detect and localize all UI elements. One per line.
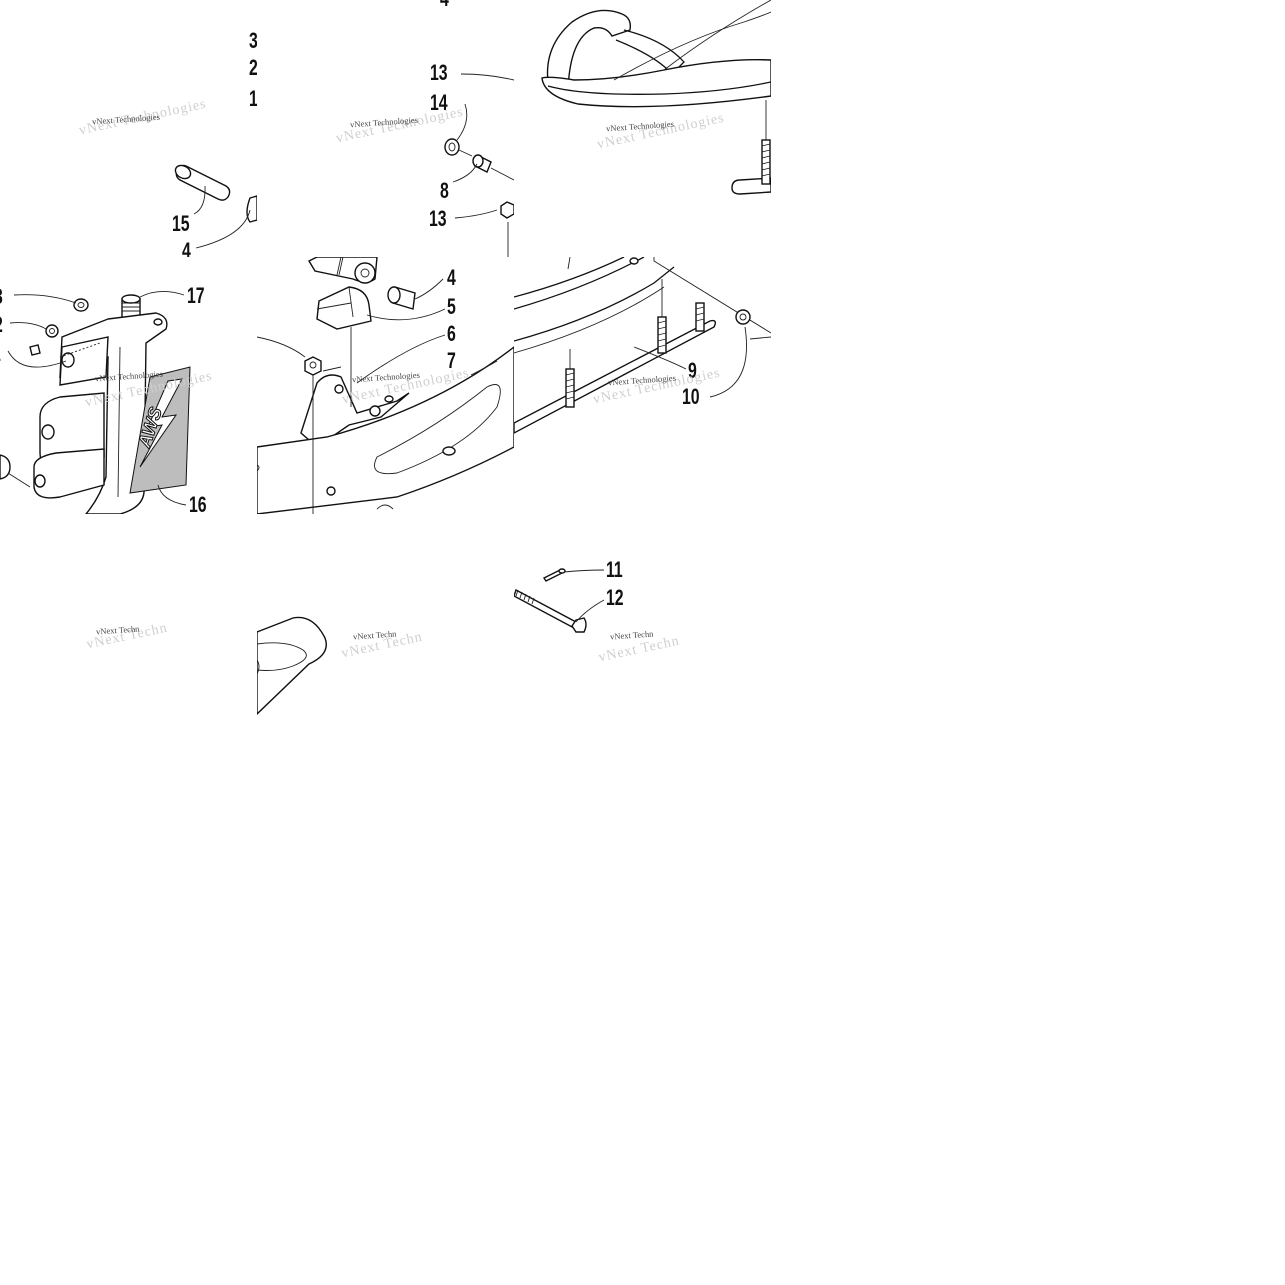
bushing-part-4 [387, 286, 416, 310]
callout-4: 4 [447, 265, 456, 290]
washer-part-10 [735, 309, 751, 325]
tile-bottom-right: 11 12 vNext Techn vNext Techn [514, 514, 771, 771]
fitting-part-1 [29, 344, 41, 356]
tile-top-right-drawing [541, 0, 771, 195]
bushing-part-4 [246, 195, 257, 223]
tile-bottom-left: vNext Techn vNext Techn [0, 514, 257, 771]
callout-10: 10 [682, 384, 700, 409]
bracket-part-6 [300, 374, 410, 448]
nut-lock [304, 356, 322, 376]
cotter-pin-part-11 [542, 568, 566, 582]
wear-bar-part-9 [514, 279, 717, 434]
nut-part-13 [500, 201, 514, 219]
ski-body-part-7 [257, 346, 514, 514]
callout-1: 1 [249, 86, 257, 111]
aws-decal-part-16 [129, 366, 191, 494]
tile-center-drawing [257, 257, 514, 514]
callout-8: 8 [440, 178, 449, 203]
callout-9: 9 [688, 358, 697, 383]
ski-tip [541, 0, 771, 108]
callout-4: 4 [440, 0, 449, 10]
tile-top-left: 3 2 1 15 4 vNext Technologies vNext Tech… [0, 0, 257, 257]
tile-top-middle-drawing [444, 73, 514, 257]
callout-13: 13 [429, 206, 447, 231]
callout-6: 6 [447, 321, 456, 346]
tile-bottom-middle: vNext Techn vNext Techn [257, 514, 514, 771]
callout-16: 16 [189, 492, 207, 515]
callout-12: 12 [606, 585, 624, 610]
tile-center: 4 5 6 7 vNext Technologies vNext Technol… [257, 257, 514, 514]
callout-3: 3 [249, 28, 257, 53]
tile-middle-right: 9 10 vNext Technologies vNext Technologi… [514, 257, 771, 514]
tile-middle-left-drawing [0, 291, 191, 514]
bolt-part-12 [514, 588, 587, 633]
nut-part-14 [444, 138, 460, 156]
callout-15: 15 [172, 211, 190, 236]
callout-3: 3 [0, 286, 3, 308]
callout-5: 5 [447, 294, 456, 319]
block-part-5 [316, 286, 372, 330]
tile-top-left-drawing [174, 164, 257, 249]
tile-top-middle: 4 13 14 8 13 vNext Technologies vNext Te… [257, 0, 514, 257]
tile-middle-right-drawing [514, 257, 771, 434]
tile-middle-left: AWS 3 2 1 17 16 vNext Technologies vNext… [0, 257, 257, 514]
bushing-left-edge [0, 454, 11, 480]
pin-part-15 [174, 164, 231, 201]
stud-bolt [731, 100, 771, 195]
callout-2: 2 [249, 55, 257, 80]
bushing-part-8 [472, 154, 492, 173]
callout-1: 1 [0, 343, 1, 365]
callout-2: 2 [0, 314, 3, 336]
tile-bottom-right-drawing [514, 568, 605, 633]
tile-bottom-middle-drawing [257, 616, 327, 715]
callout-7: 7 [447, 348, 456, 373]
callout-14: 14 [430, 90, 448, 115]
callout-17: 17 [187, 283, 205, 308]
nut-part-2 [45, 324, 59, 338]
ski-tail [257, 616, 327, 715]
tile-top-right: vNext Technologies vNext Technologies [514, 0, 771, 257]
ski-edge [514, 257, 771, 354]
washer-part-3 [73, 298, 89, 312]
callout-4: 4 [182, 238, 191, 258]
bushing-round [354, 262, 376, 284]
callout-13: 13 [430, 60, 448, 85]
callout-11: 11 [606, 557, 623, 582]
